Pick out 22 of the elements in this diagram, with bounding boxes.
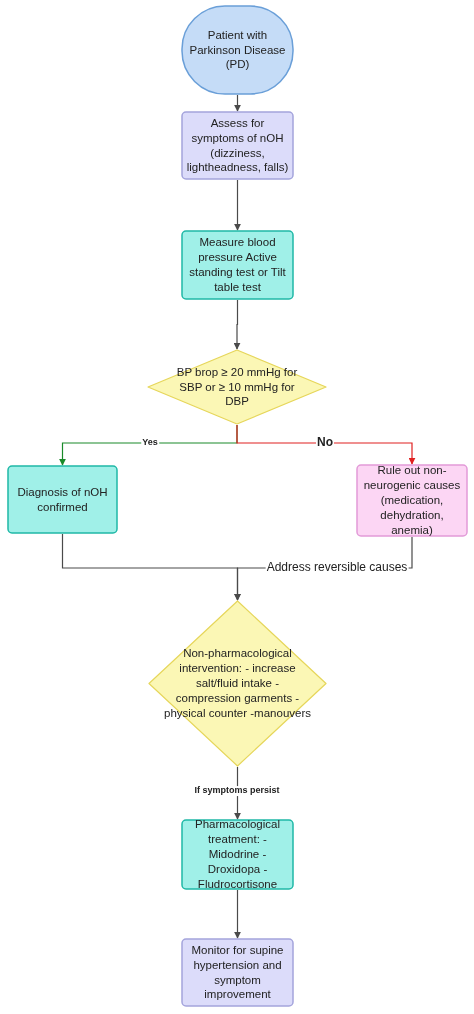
node-text: Measure blood pressure Active standing test or Tilt table test (188, 235, 287, 295)
arrow (234, 179, 241, 231)
arrow (234, 889, 241, 939)
node-text: Assess for symptoms of nOH (dizziness, lightheadness, falls) (185, 115, 290, 176)
arrow (234, 94, 241, 112)
decision-diamond (147, 349, 327, 425)
process-box (7, 465, 118, 534)
decision-diamond (148, 600, 327, 767)
arrow (233, 299, 241, 350)
process-box (181, 819, 294, 890)
node-text: Pharmacological treatment: - Midodrine - Droxidopa - Fludrocortisone (194, 817, 281, 892)
edge-label: Yes (141, 438, 159, 448)
arrow (236, 424, 416, 465)
node-text: Non-pharmacological intervention: - increase salt/fluid intake - compression garments - physical counter -manouvers (163, 646, 312, 721)
node-text: BP brop ≥ 20 mmHg for SBP or ≥ 10 mmHg for DBP (175, 364, 299, 410)
process-box (181, 938, 294, 1007)
edge-label: If symptoms persist (193, 786, 281, 796)
process-box (181, 230, 294, 300)
node-text: Monitor for supine hypertension and symptom improvement (190, 942, 285, 1003)
node-text: Rule out non-neurogenic causes (medication, dehydration, anemia) (362, 463, 462, 538)
node-text: Diagnosis of nOH confirmed (16, 484, 109, 515)
node-text: Patient with Parkinson Disease (PD) (188, 27, 287, 73)
